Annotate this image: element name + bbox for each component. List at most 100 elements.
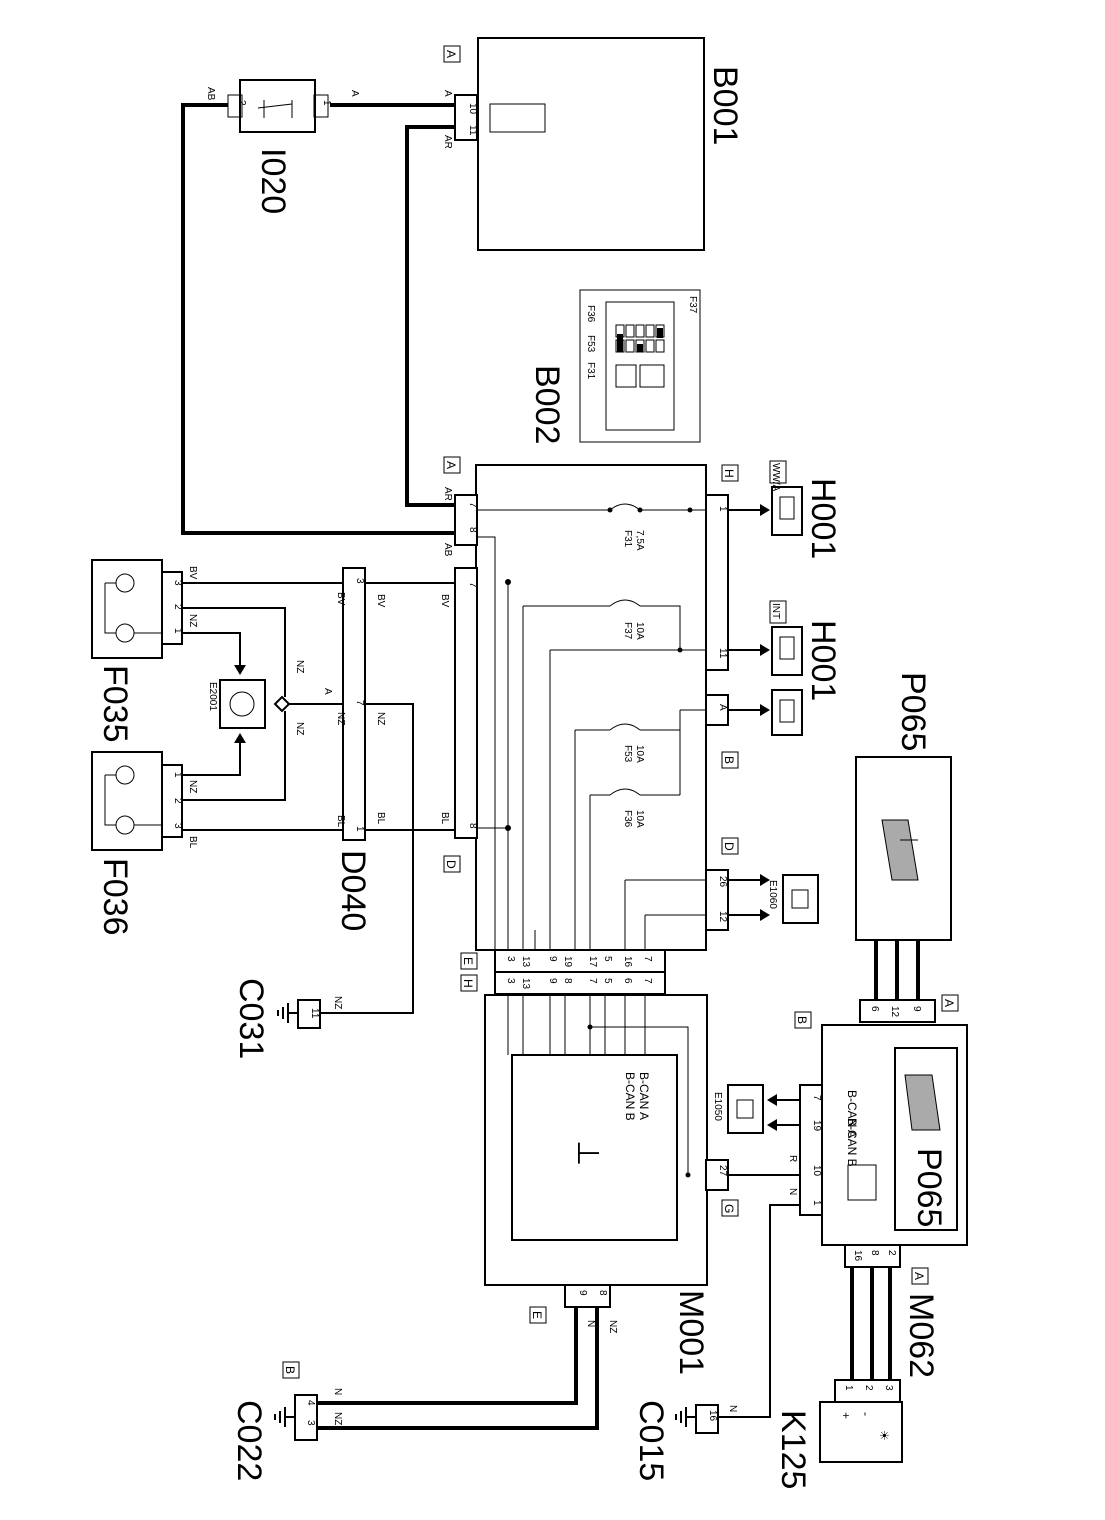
k125-label: K125 (774, 1410, 812, 1489)
bus-pin-l4: 8 (562, 978, 573, 984)
b001-component: 10 11 A B001 (443, 37, 744, 251)
m062-label: M062 (902, 1293, 940, 1378)
wire-nz-f036: NZ (187, 780, 198, 793)
wire-bv-f035: BV (187, 566, 198, 580)
wire-label-a1: A (349, 90, 360, 97)
f035-pin-3: 3 (172, 580, 183, 586)
k125-sun-icon: ☀ (877, 1430, 891, 1441)
h001-tag-top: WW/A (770, 463, 781, 492)
k125-pin-3: 3 (883, 1385, 894, 1391)
fuse-f36: F36 (622, 810, 633, 828)
c031-ground: 11 NZ C031 (232, 978, 343, 1059)
f036-component: 1 2 3 F036 (91, 751, 183, 936)
wire-label-ab2: AB (442, 543, 453, 557)
m001-label: M001 (672, 1290, 710, 1375)
fuse-f31-rating: 7,5A (634, 530, 645, 551)
wire-bl-2: BL (375, 812, 386, 825)
d040-label: D040 (334, 850, 372, 931)
c022-pin-4: 4 (305, 1400, 316, 1406)
m001-pin-27: 27 (717, 1165, 728, 1177)
d040-pin-7: 7 (354, 700, 365, 706)
wire-r: R (787, 1155, 798, 1162)
bus-pin-8: 7 (642, 956, 653, 962)
m062-pin-2: 2 (886, 1250, 897, 1256)
b002-pin-7b: 7 (467, 582, 478, 588)
wire-bl-3: BL (439, 812, 450, 825)
p065-pin-12: 12 (889, 1006, 900, 1018)
b-can-a-m001: B-CAN A (637, 1072, 651, 1120)
relay-icon (771, 689, 803, 736)
wire-nz-mid2: NZ (294, 722, 305, 735)
wire-nz-c031: NZ (332, 996, 343, 1009)
wire-label-ar2: AR (442, 487, 453, 501)
e1050-lamp: E1050 (712, 1084, 764, 1134)
p065-component: 6 12 9 A P065 (855, 672, 959, 1023)
b002-pin-1: 1 (717, 506, 728, 512)
bus-pin-4: 19 (562, 956, 573, 968)
d040-pin-1: 1 (354, 826, 365, 832)
b002-tag-b: B (722, 756, 736, 764)
i020-switch: 2 1 I020 (227, 79, 332, 214)
fusebox-f36: F36 (585, 305, 596, 323)
b002-pin-11: 11 (717, 648, 728, 659)
fusebox-f53: F53 (585, 335, 596, 353)
wire-bv-3: BV (439, 594, 450, 608)
fuse-f53: F53 (622, 745, 633, 763)
bus-pin-l6: 5 (602, 978, 613, 984)
bus-pin-l2: 13 (520, 978, 531, 990)
f035-pin-1: 1 (172, 628, 183, 634)
c015-pin-16: 16 (707, 1410, 718, 1422)
b001-pin-10: 10 (467, 103, 478, 115)
f035-component: 3 2 1 F035 (91, 559, 183, 743)
wire-n-c015: N (727, 1405, 738, 1412)
p065-pin-6: 6 (869, 1006, 880, 1012)
bus-pin-l5: 7 (587, 978, 598, 984)
wire-nz-1: NZ (335, 712, 346, 725)
h001-top: WW/A H001 (769, 460, 842, 559)
c022-ground: 4 3 B C022 (230, 1361, 318, 1481)
b002-pin-26: 26 (717, 876, 728, 888)
m001-tag-g: G (722, 1204, 736, 1213)
fuse-f37: F37 (622, 622, 633, 640)
wire-nz-f035: NZ (187, 614, 198, 627)
m001-tag-e: E (530, 1311, 544, 1319)
b001-tag (443, 45, 461, 63)
bus-pin-6: 5 (602, 956, 613, 962)
b002-component: 7 8 A 7 8 D 1 11 A 26 12 H B D (443, 456, 739, 951)
wire-nz-mid1: NZ (294, 660, 305, 673)
p065-inner-label: P065 (910, 1148, 948, 1227)
fuse-f31: F31 (622, 530, 633, 548)
wire-a-d040: A (322, 688, 333, 695)
p065-pin-9: 9 (911, 1006, 922, 1012)
b002-pin-8: 8 (467, 527, 478, 533)
e1050-label: E1050 (712, 1092, 723, 1121)
wire-bl-f036: BL (187, 836, 198, 849)
b001-label: B001 (706, 66, 744, 145)
b-can-b-m001: B-CAN B (623, 1072, 637, 1121)
fuse-f53-rating: 10A (634, 745, 645, 763)
m001-symbol: ⊥ (571, 1140, 604, 1166)
wire-nz-2: NZ (375, 712, 386, 725)
b002-fusebox-picture: F36 F53 F31 F37 B002 (528, 289, 701, 444)
bus-pin-1: 3 (505, 956, 516, 962)
b002-pin-a: A (717, 704, 728, 711)
b002-tag-h: H (722, 469, 736, 478)
f036-label: F036 (96, 858, 134, 936)
e1060-lamp: E1060 (767, 874, 819, 924)
bus-tag-h: H (461, 979, 475, 988)
wire-n-c022: N (585, 1320, 596, 1327)
c031-label: C031 (232, 978, 270, 1059)
i020-pin-2: 2 (236, 100, 247, 106)
d040-connector: 3 7 1 D040 (334, 567, 372, 931)
i020-label: I020 (254, 148, 292, 214)
m062-pin-8: 8 (869, 1250, 880, 1256)
p065-label: P065 (894, 672, 932, 751)
c022-label: C022 (230, 1400, 268, 1481)
bus-pin-l3: 9 (547, 978, 558, 984)
bus-pin-l1: 3 (505, 978, 516, 984)
e2001-lamp: E2001 (207, 679, 291, 729)
b001-pin-11: 11 (467, 125, 478, 136)
bus-connector: E H 3 13 9 19 17 5 16 7 3 13 9 8 7 5 6 7 (460, 949, 666, 995)
b002-pin-8b: 8 (467, 823, 478, 829)
